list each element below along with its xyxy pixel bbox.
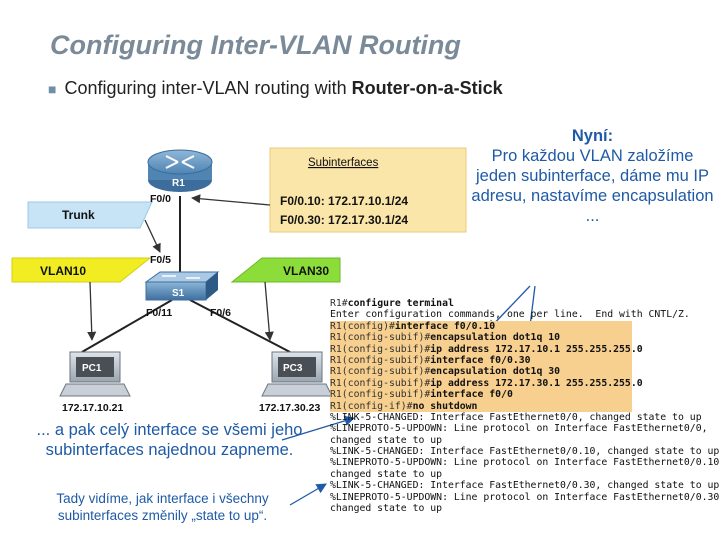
cli-line: R1(config-subif)#interface f0/0 xyxy=(330,389,632,401)
cli-text: encapsulation dot1q 10 xyxy=(430,332,561,344)
cli-text: %LINEPROTO-5-UPDOWN: Line protocol on In… xyxy=(330,457,720,469)
vlan10-arrow xyxy=(87,281,97,341)
cli-text: interface f0/0 xyxy=(430,389,513,401)
cli-text: %LINEPROTO-5-UPDOWN: Line protocol on In… xyxy=(330,491,720,503)
pc3-ip: 172.17.30.23 xyxy=(259,402,320,414)
pc3-label: PC3 xyxy=(283,363,303,374)
subtitle-bold: Router-on-a-Stick xyxy=(351,78,503,98)
cli-text: encapsulation dot1q 30 xyxy=(430,366,561,378)
cli-prompt: R1(config-subif)# xyxy=(330,332,431,344)
subif-arrow xyxy=(191,194,271,206)
cli-text: ip address 172.17.10.1 255.255.255.0 xyxy=(430,343,643,355)
switch-port-left: F0/11 xyxy=(146,307,172,319)
page-title: Configuring Inter-VLAN Routing xyxy=(50,30,461,60)
cli-text: changed state to up xyxy=(330,503,443,515)
subtitle-text: Configuring inter-VLAN routing with xyxy=(64,78,352,98)
note-states: Tady vidíme, jak interface i všechny sub… xyxy=(56,491,269,523)
cli-line: changed state to up xyxy=(330,435,720,446)
subinterfaces-label: Subinterfaces xyxy=(308,157,379,169)
cli-prompt: R1(config-if)# xyxy=(330,400,413,412)
switch-port-right: F0/6 xyxy=(210,307,231,319)
cli-text: ip address 172.17.30.1 255.255.255.0 xyxy=(430,377,643,389)
cli-prompt: R1# xyxy=(330,298,348,309)
pc1-label: PC1 xyxy=(82,363,102,374)
switch-pc3-link xyxy=(189,299,291,353)
cli-text: interface f0/0.30 xyxy=(430,354,531,366)
subinterfaces-box xyxy=(269,147,467,233)
cli-prompt: R1(config-subif)# xyxy=(330,389,431,401)
cli-line: Enter configuration commands, one per li… xyxy=(330,309,720,320)
cli-text: interface f0/0.10 xyxy=(394,320,496,332)
cli-prompt: R1(config)# xyxy=(330,320,395,332)
note-all-interfaces: ... a pak celý interface se všemi jeho s… xyxy=(36,421,303,459)
cli-text: changed state to up xyxy=(330,434,443,446)
cli-line: R1(config-if)#no shutdown xyxy=(330,400,632,412)
cli-prompt: R1(config-subif)# xyxy=(330,366,431,378)
cli-text: %LINEPROTO-5-UPDOWN: Line protocol on In… xyxy=(330,423,708,435)
cli-prompt: R1(config-subif)# xyxy=(330,343,431,355)
note-now-head: Nyní: xyxy=(571,127,614,145)
router-port-label: F0/0 xyxy=(150,193,171,205)
bullet-icon: ■ xyxy=(48,81,57,97)
note-arrow-4 xyxy=(289,483,327,506)
cli-text: %LINK-5-CHANGED: Interface FastEthernet0… xyxy=(330,446,720,458)
trunk-box xyxy=(27,201,153,229)
switch-port-up: F0/5 xyxy=(150,254,171,266)
cli-prompt: R1(config-subif)# xyxy=(330,377,431,389)
switch-icon xyxy=(144,271,220,301)
vlan10-label: VLAN10 xyxy=(40,264,86,278)
note-now-body: Pro každou VLAN založíme jeden subinterf… xyxy=(471,147,714,225)
switch-label: S1 xyxy=(172,288,185,299)
cli-line: R1(config-subif)#interface f0/0.30 xyxy=(330,354,632,367)
subif-2-label: F0/0.30: 172.17.30.1/24 xyxy=(280,213,408,227)
cli-line: %LINEPROTO-5-UPDOWN: Line protocol on In… xyxy=(330,492,720,503)
trunk-arrow xyxy=(144,219,161,253)
cli-text: %LINK-5-CHANGED: Interface FastEthernet0… xyxy=(330,411,702,423)
cli-line: R1(config-subif)#encapsulation dot1q 30 xyxy=(330,366,632,378)
vlan30-arrow xyxy=(264,281,274,341)
cli-text: %LINK-5-CHANGED: Interface FastEthernet0… xyxy=(330,480,720,492)
router-icon xyxy=(147,149,213,192)
cli-text: no shutdown xyxy=(412,400,478,412)
cli-text: Enter configuration commands, one per li… xyxy=(330,309,690,321)
router-label: R1 xyxy=(172,178,185,189)
cli-line: changed state to up xyxy=(330,503,720,514)
cli-line: R1(config-subif)#ip address 172.17.30.1 … xyxy=(330,377,643,390)
cli-line: %LINK-5-CHANGED: Interface FastEthernet0… xyxy=(330,446,720,457)
switch-pc1-link xyxy=(81,299,173,353)
cli-line: R1(config-subif)#ip address 172.17.10.1 … xyxy=(330,343,643,355)
cli-line: %LINEPROTO-5-UPDOWN: Line protocol on In… xyxy=(330,457,720,468)
cli-text: configure terminal xyxy=(347,298,454,309)
note-now: Nyní: Pro každou VLAN založíme jeden sub… xyxy=(470,126,715,226)
vlan30-box xyxy=(230,257,341,283)
cli-prompt: R1(config-subif)# xyxy=(330,354,431,366)
subtitle: ■ Configuring inter-VLAN routing with Rou… xyxy=(48,78,503,99)
cli-line: %LINK-5-CHANGED: Interface FastEthernet0… xyxy=(330,412,720,423)
note-arrow-3 xyxy=(281,415,355,441)
cli-line: %LINEPROTO-5-UPDOWN: Line protocol on In… xyxy=(330,423,720,434)
vlan10-box xyxy=(11,257,152,283)
cli-text: changed state to up xyxy=(330,468,443,480)
subif-1-label: F0/0.10: 172.17.10.1/24 xyxy=(280,194,408,208)
cli-line: R1(config)#interface f0/0.10 xyxy=(330,320,632,333)
cli-line: R1(config-subif)#encapsulation dot1q 10 xyxy=(330,332,632,344)
pc3-icon xyxy=(261,351,333,397)
pc1-icon xyxy=(59,351,131,397)
cli-line: %LINK-5-CHANGED: Interface FastEthernet0… xyxy=(330,480,720,491)
trunk-label: Trunk xyxy=(62,208,95,222)
cli-line: changed state to up xyxy=(330,469,720,480)
pc1-ip: 172.17.10.21 xyxy=(62,402,123,414)
cli-line: R1#configure terminal xyxy=(330,298,720,309)
vlan30-label: VLAN30 xyxy=(283,264,329,278)
